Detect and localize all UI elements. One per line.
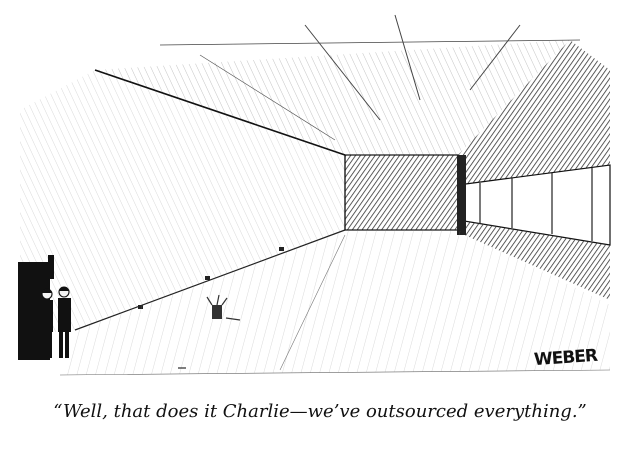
right-wall — [457, 40, 611, 300]
floor — [59, 230, 611, 376]
back-wall — [344, 154, 459, 231]
wastebasket — [178, 294, 241, 369]
ceiling — [94, 14, 581, 156]
cartoon-caption: “Well, that does it Charlie—we’ve outsou… — [53, 401, 587, 422]
businessmen — [41, 286, 71, 358]
cartoon-illustration — [18, 14, 611, 376]
